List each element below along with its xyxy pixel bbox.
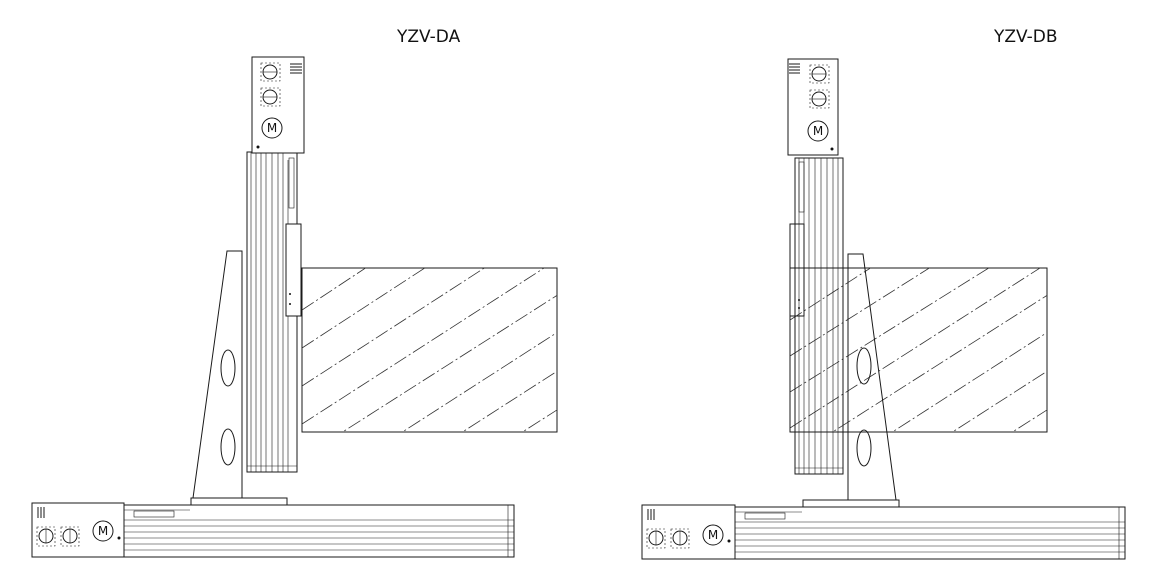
pulley-icon (646, 528, 666, 549)
drawing-title-yzv-db: YZV-DB (993, 27, 1058, 47)
vertical-carriage (789, 223, 805, 317)
horizontal-axis-profile (734, 506, 1126, 560)
pulley-icon (809, 89, 830, 109)
motor-symbol: M (267, 121, 277, 135)
horizontal-motor-housing: M (641, 504, 736, 560)
pulley-icon (670, 528, 690, 549)
motor-symbol: M (813, 124, 823, 138)
motor-icon: M (92, 520, 114, 542)
vertical-motor-housing: M (251, 56, 305, 154)
horizontal-axis-profile (123, 504, 515, 558)
payload-block (789, 267, 1048, 433)
motor-symbol: M (708, 528, 718, 542)
pulley-icon (260, 87, 281, 107)
drawing-title-yzv-da: YZV-DA (396, 27, 461, 47)
vertical-carriage (285, 223, 302, 317)
pulley-icon (809, 64, 830, 84)
motor-symbol: M (98, 524, 108, 538)
side-bracket (847, 253, 897, 501)
pulley-icon (60, 526, 80, 547)
side-bracket (192, 250, 243, 499)
drawing-yzv-db: YZV-DB (641, 27, 1126, 560)
motor-icon: M (807, 120, 829, 142)
vertical-motor-housing: M (787, 58, 839, 156)
drawing-yzv-da: YZV-DA (31, 27, 558, 558)
pulley-icon (260, 62, 281, 82)
motor-icon: M (702, 524, 724, 546)
motor-icon: M (261, 117, 283, 139)
pulley-icon (36, 526, 56, 547)
horizontal-motor-housing: M (31, 502, 125, 558)
payload-block (301, 267, 558, 433)
